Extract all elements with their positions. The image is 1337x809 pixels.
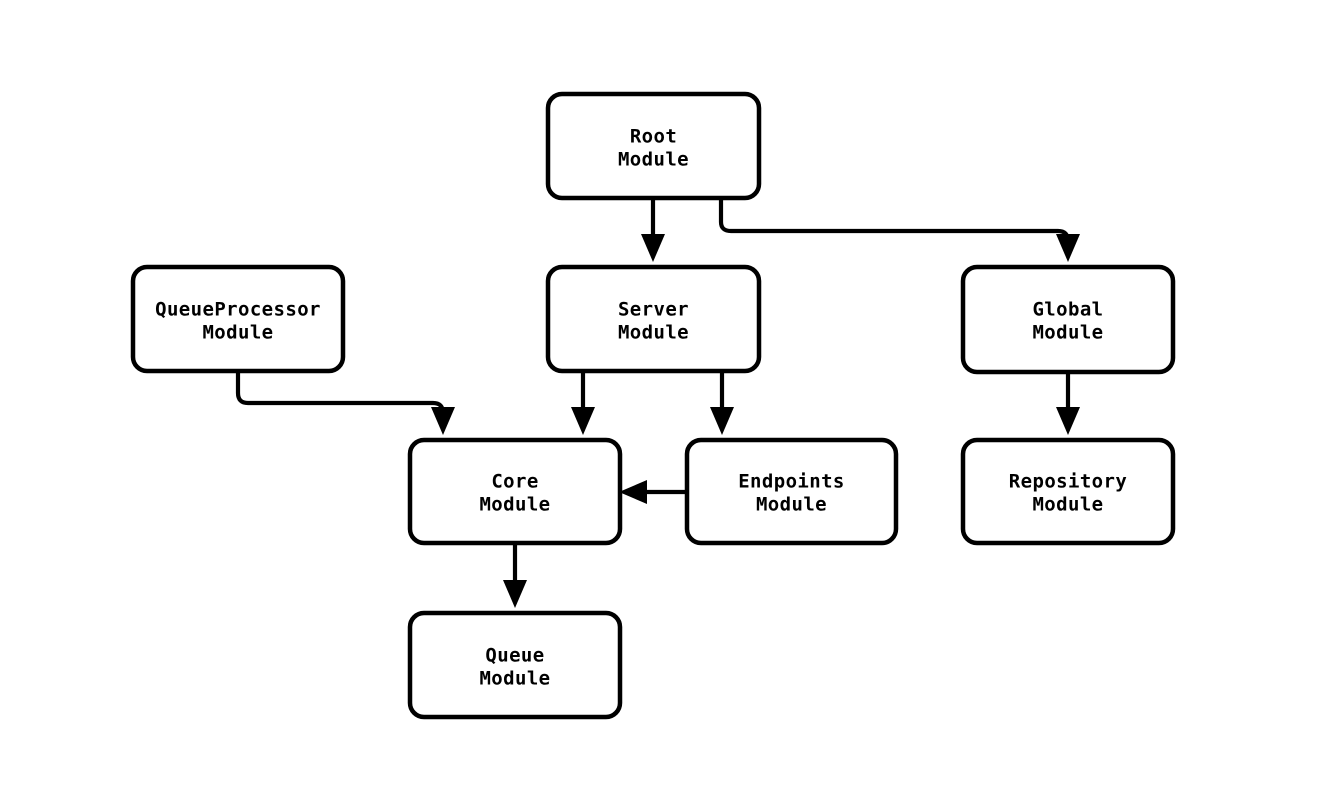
server-module-label-line1: Server [618,299,689,321]
edge-root-to-global-line [718,198,1071,244]
edge-endpoints-to-core-arrowhead [619,480,647,504]
queueprocessor-module-node[interactable]: QueueProcessor Module [130,264,346,374]
core-module-label-line1: Core [491,471,538,493]
queueprocessor-module-box[interactable] [130,264,346,374]
edge-server-to-endpoints [710,371,734,435]
repository-module-node[interactable]: Repository Module [960,437,1176,546]
root-module-label-line1: Root [630,126,677,148]
edges-layer [235,198,1080,608]
edge-server-to-endpoints-arrowhead [710,407,734,435]
queueprocessor-module-label-line2: Module [202,322,273,344]
core-module-box[interactable] [407,437,623,546]
edge-queueprocessor-to-core [235,371,455,435]
edge-global-to-repository-arrowhead [1056,407,1080,435]
edge-endpoints-to-core [619,480,687,504]
server-module-box[interactable] [545,264,762,374]
queue-module-label-line1: Queue [485,645,544,667]
queue-module-node[interactable]: Queue Module [407,610,623,720]
root-module-node[interactable]: Root Module [545,91,762,201]
global-module-label-line2: Module [1032,322,1103,344]
root-module-label-line2: Module [618,149,689,171]
edge-root-to-global-arrowhead [1056,234,1080,262]
endpoints-module-label-line1: Endpoints [738,471,845,493]
root-module-box[interactable] [545,91,762,201]
global-module-box[interactable] [960,264,1176,375]
edge-core-to-queue-arrowhead [503,580,527,608]
edge-server-to-core-arrowhead [571,407,595,435]
repository-module-label-line1: Repository [1009,471,1127,493]
endpoints-module-label-line2: Module [756,494,827,516]
queue-module-box[interactable] [407,610,623,720]
edge-root-to-global [718,198,1080,262]
repository-module-label-line2: Module [1032,494,1103,516]
edge-root-to-server-arrowhead [641,234,665,262]
edge-queueprocessor-to-core-arrowhead [431,407,455,435]
endpoints-module-box[interactable] [684,437,899,546]
core-module-node[interactable]: Core Module [407,437,623,546]
edge-global-to-repository [1056,372,1080,435]
server-module-node[interactable]: Server Module [545,264,762,374]
core-module-label-line2: Module [479,494,550,516]
global-module-node[interactable]: Global Module [960,264,1176,375]
global-module-label-line1: Global [1032,299,1103,321]
repository-module-box[interactable] [960,437,1176,546]
queue-module-label-line2: Module [479,668,550,690]
edge-queueprocessor-to-core-line [235,371,446,416]
endpoints-module-node[interactable]: Endpoints Module [684,437,899,546]
edge-server-to-core [571,371,595,435]
queueprocessor-module-label-line1: QueueProcessor [155,299,321,321]
edge-root-to-server [641,198,665,262]
nodes-layer: Root Module QueueProcessor Module Server… [130,91,1176,720]
edge-core-to-queue [503,543,527,608]
server-module-label-line2: Module [618,322,689,344]
